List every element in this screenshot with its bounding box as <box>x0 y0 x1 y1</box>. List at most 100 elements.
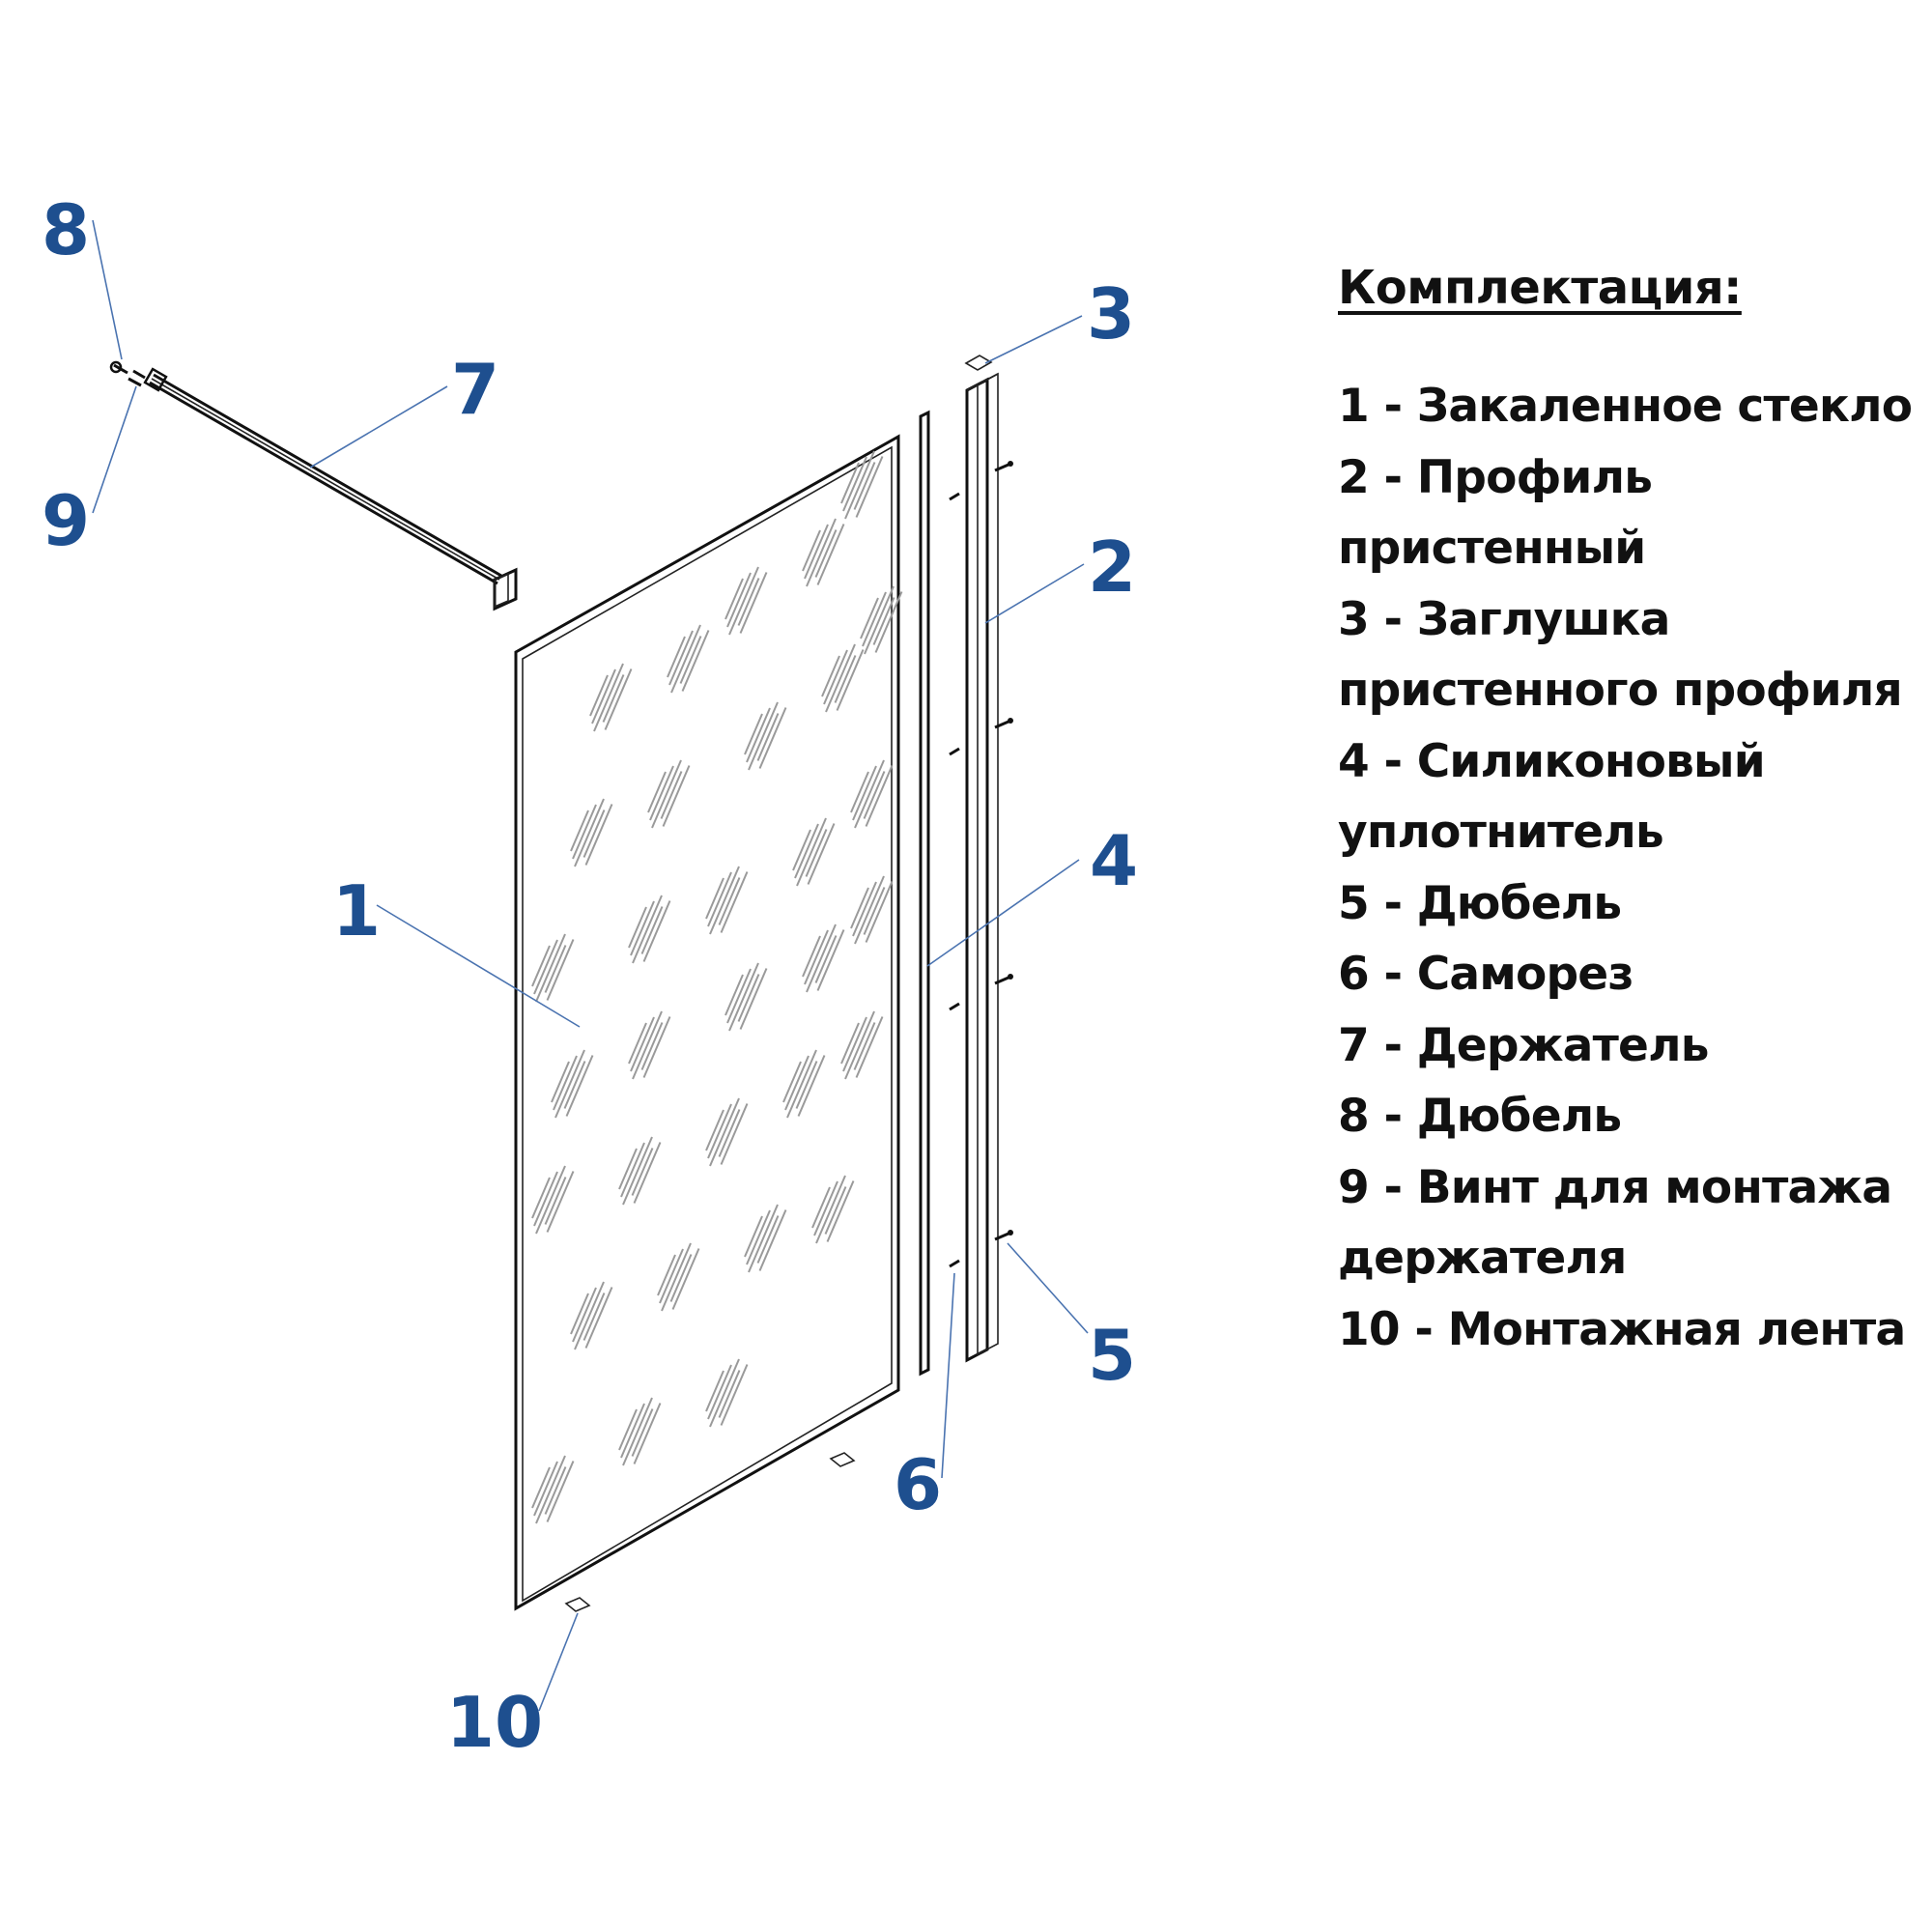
hatch-stroke <box>620 1403 645 1459</box>
hatch-stroke <box>709 1097 740 1167</box>
hatch-stroke <box>670 624 701 694</box>
callout-9: 9 <box>42 480 90 561</box>
leader-3 <box>984 315 1083 364</box>
legend-item: 6 - Саморез <box>1338 948 1634 1001</box>
glass-reflection-hatch <box>531 450 903 1524</box>
hatch-stroke <box>533 939 558 995</box>
hatch-stroke <box>814 935 838 983</box>
hatch-stroke <box>535 933 566 1003</box>
hatch-stroke <box>854 759 885 829</box>
hatch-stroke <box>758 707 787 769</box>
hatch-stroke <box>853 1022 876 1070</box>
hatch-stroke <box>813 1180 838 1236</box>
hatch-stroke <box>572 1287 597 1343</box>
hatch-stroke <box>718 877 741 925</box>
callout-4: 4 <box>1090 820 1138 901</box>
hatch-stroke <box>744 713 763 755</box>
hatch-stroke <box>737 974 760 1022</box>
wall-dowels <box>994 461 1013 1241</box>
mounting-tape <box>564 1452 856 1612</box>
legend-item: 4 - Силиконовый <box>1338 734 1766 788</box>
hatch-stroke <box>707 871 732 927</box>
hatch-stroke <box>804 929 829 985</box>
hatch-stroke <box>728 566 759 636</box>
hatch-stroke <box>584 1287 613 1349</box>
callout-7: 7 <box>451 349 499 430</box>
hatch-stroke <box>632 1010 663 1080</box>
hatch-stroke <box>805 829 828 877</box>
legend-item: 1 - Закаленное стекло <box>1338 380 1913 433</box>
hatch-stroke <box>709 866 740 935</box>
hatch-stroke <box>668 630 694 686</box>
hatch-stroke <box>811 1186 831 1229</box>
legend-item: 5 - Дюбель <box>1338 876 1622 930</box>
hatch-stroke <box>802 529 821 572</box>
hatch-stroke <box>816 929 845 991</box>
hatch-stroke <box>705 1370 724 1412</box>
hatch-stroke <box>546 1171 575 1233</box>
hatch-stroke <box>794 823 819 879</box>
hatch-stroke <box>842 456 867 512</box>
hatch-stroke <box>620 1142 645 1198</box>
hatch-stroke <box>807 823 836 885</box>
hatch-stroke <box>797 1055 826 1117</box>
legend-item: 10 - Монтажная лента <box>1338 1302 1906 1356</box>
hatch-stroke <box>758 1209 787 1271</box>
components-legend: Комплектация: 1 - Закаленное стекло 2 - … <box>1338 261 1918 1365</box>
leader-1 <box>376 904 581 1028</box>
hatch-stroke <box>862 591 887 647</box>
callout-8: 8 <box>42 189 90 270</box>
hatch-stroke <box>792 829 811 871</box>
hatch-stroke <box>679 636 702 684</box>
hatch-stroke <box>584 804 613 866</box>
hatch-stroke <box>748 1204 779 1273</box>
hatch-stroke <box>842 1016 867 1072</box>
hatch-stroke <box>720 871 749 933</box>
hatch-stroke <box>640 1022 664 1070</box>
hatch-stroke <box>631 1408 654 1457</box>
dowel <box>994 461 1013 472</box>
hatch-stroke <box>746 1209 771 1265</box>
hatch-stroke <box>815 1175 846 1244</box>
hatch-stroke <box>863 771 886 819</box>
leader-2 <box>984 563 1085 624</box>
hatch-stroke <box>662 765 691 827</box>
hatch-stroke <box>574 798 605 867</box>
glass-panel <box>514 434 903 1611</box>
hatch-stroke <box>720 1103 749 1165</box>
hatch-stroke <box>852 881 877 937</box>
hatch-stroke <box>872 597 895 645</box>
hatch-stroke <box>642 900 671 962</box>
hatch-stroke <box>531 1177 551 1219</box>
hatch-stroke <box>796 817 827 887</box>
hatch-stroke <box>582 1293 606 1341</box>
hatch-stroke <box>865 765 894 827</box>
hatch-stroke <box>647 771 667 813</box>
legend-title: Комплектация: <box>1338 261 1742 315</box>
hatch-stroke <box>784 1055 810 1111</box>
hatch-stroke <box>823 649 848 705</box>
hatch-stroke <box>632 895 663 964</box>
hatch-stroke <box>816 524 845 585</box>
hatch-stroke <box>756 713 780 761</box>
hatch-stroke <box>853 462 876 510</box>
hatch-stroke <box>855 1016 884 1078</box>
hatch-stroke <box>814 529 838 578</box>
hatch-stroke <box>633 1142 662 1204</box>
hatch-stroke <box>631 1148 654 1196</box>
hatch-stroke <box>748 701 779 771</box>
hatch-stroke <box>865 881 894 943</box>
hatch-stroke <box>739 968 768 1030</box>
leader-10 <box>538 1612 579 1712</box>
hatch-stroke <box>546 939 575 1001</box>
leader-5 <box>1007 1242 1089 1334</box>
hatch-stroke <box>860 597 879 639</box>
hatch-stroke <box>864 585 895 655</box>
silicone-seal <box>919 410 930 1377</box>
hatch-stroke <box>863 887 886 935</box>
hatch-stroke <box>840 462 860 504</box>
hatch-stroke <box>570 1293 589 1335</box>
hatch-stroke <box>726 572 752 628</box>
hatch-stroke <box>720 1364 749 1426</box>
hatch-stroke <box>834 655 857 703</box>
